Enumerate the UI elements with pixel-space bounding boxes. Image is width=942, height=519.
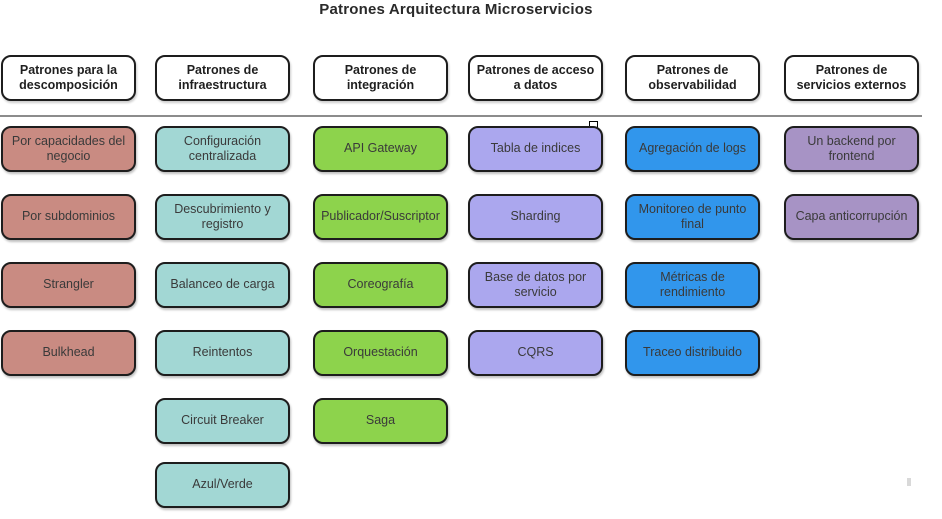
- pattern-box[interactable]: Publicador/Suscriptor: [313, 194, 448, 240]
- pattern-box[interactable]: CQRS: [468, 330, 603, 376]
- pattern-box[interactable]: Configuración centralizada: [155, 126, 290, 172]
- pattern-box[interactable]: API Gateway: [313, 126, 448, 172]
- pattern-box[interactable]: Circuit Breaker: [155, 398, 290, 444]
- column-header-3[interactable]: Patrones de acceso a datos: [468, 55, 603, 101]
- pattern-box[interactable]: Saga: [313, 398, 448, 444]
- pattern-box[interactable]: Strangler: [1, 262, 136, 308]
- column-header-2[interactable]: Patrones de integración: [313, 55, 448, 101]
- diagram-title: Patrones Arquitectura Microservicios: [319, 1, 593, 18]
- divider-line: [0, 115, 922, 117]
- pattern-box[interactable]: Un backend por frontend: [784, 126, 919, 172]
- pattern-box[interactable]: Sharding: [468, 194, 603, 240]
- pattern-box[interactable]: Orquestación: [313, 330, 448, 376]
- column-header-0[interactable]: Patrones para la descomposición: [1, 55, 136, 101]
- pattern-box[interactable]: Por subdominios: [1, 194, 136, 240]
- pattern-box[interactable]: Descubrimiento y registro: [155, 194, 290, 240]
- pattern-box[interactable]: Monitoreo de punto final: [625, 194, 760, 240]
- pattern-box[interactable]: Reintentos: [155, 330, 290, 376]
- column-header-5[interactable]: Patrones de servicios externos: [784, 55, 919, 101]
- column-header-4[interactable]: Patrones de observabilidad: [625, 55, 760, 101]
- pattern-box[interactable]: Capa anticorrupción: [784, 194, 919, 240]
- pattern-box[interactable]: Tabla de indices: [468, 126, 603, 172]
- pattern-box[interactable]: Métricas de rendimiento: [625, 262, 760, 308]
- pattern-box[interactable]: Balanceo de carga: [155, 262, 290, 308]
- pattern-box[interactable]: Azul/Verde: [155, 462, 290, 508]
- artifact-mark: [907, 478, 911, 486]
- pattern-box[interactable]: Agregación de logs: [625, 126, 760, 172]
- pattern-box[interactable]: Por capacidades del negocio: [1, 126, 136, 172]
- pattern-box[interactable]: Bulkhead: [1, 330, 136, 376]
- pattern-box[interactable]: Base de datos por servicio: [468, 262, 603, 308]
- pattern-box[interactable]: Coreografía: [313, 262, 448, 308]
- pattern-box[interactable]: Traceo distribuido: [625, 330, 760, 376]
- column-header-1[interactable]: Patrones de infraestructura: [155, 55, 290, 101]
